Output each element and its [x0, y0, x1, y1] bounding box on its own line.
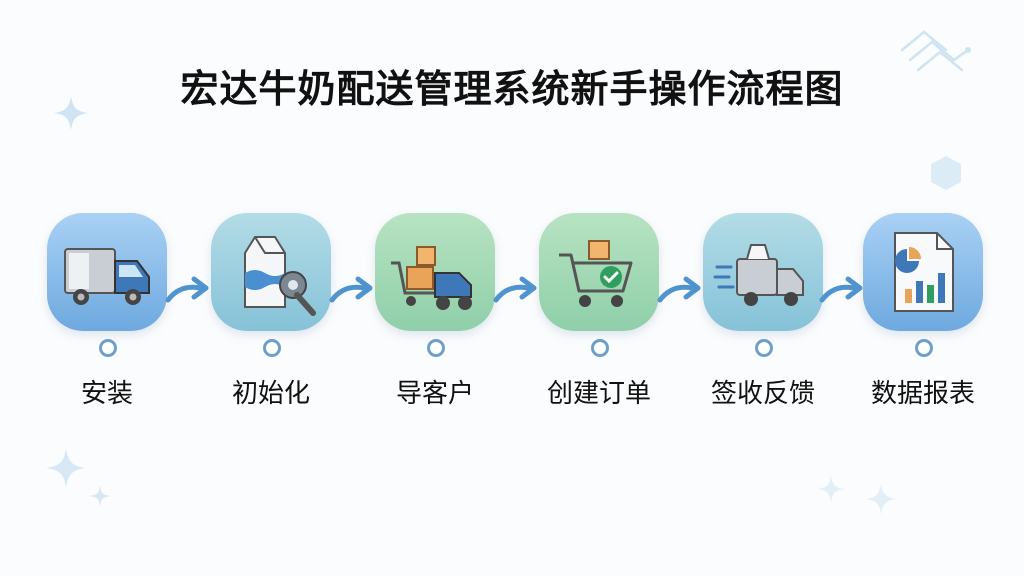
- flow-arrow-icon: [329, 276, 373, 303]
- flow-arrow-icon: [657, 276, 701, 303]
- sparkle-icon: [89, 485, 111, 507]
- cart-truck-boxes-icon: [391, 246, 472, 310]
- hexagon-icon: [931, 156, 961, 190]
- circuit-chevron-icon: [900, 30, 971, 72]
- step-create-order[interactable]: 创建订单: [539, 213, 659, 409]
- step-label: 创建订单: [546, 379, 651, 409]
- step-tile: [539, 213, 659, 331]
- step-import-customers[interactable]: 导客户: [375, 213, 495, 409]
- step-node: [99, 339, 117, 357]
- step-tile: [375, 213, 495, 331]
- step-node: [915, 339, 933, 357]
- step-label: 数据报表: [870, 379, 975, 409]
- sparkle-icon: [54, 96, 88, 130]
- step-label: 初始化: [231, 379, 310, 409]
- step-tile: [211, 213, 331, 331]
- step-label: 导客户: [395, 379, 474, 409]
- delivery-truck-icon: [64, 248, 150, 305]
- step-node: [755, 339, 773, 357]
- step-initialize[interactable]: 初始化: [211, 213, 331, 409]
- step-node: [591, 339, 609, 357]
- report-chart-icon: [894, 232, 954, 312]
- cart-checkmark-icon: [559, 240, 633, 307]
- page-title: 宏达牛奶配送管理系统新手操作流程图: [180, 67, 844, 111]
- milk-carton-gear-icon: [244, 236, 316, 316]
- step-label: 签收反馈: [710, 379, 815, 409]
- flow-arrow-icon: [165, 276, 209, 303]
- fast-milk-truck-icon: [713, 244, 804, 306]
- step-node: [427, 339, 445, 357]
- step-node: [263, 339, 281, 357]
- step-label: 安装: [80, 379, 133, 409]
- step-receipt-feedback[interactable]: 签收反馈: [703, 213, 823, 409]
- step-tile: [703, 213, 823, 331]
- flow-arrow-icon: [819, 276, 863, 303]
- step-data-report[interactable]: 数据报表: [863, 213, 983, 409]
- step-tile: [47, 213, 167, 331]
- sparkle-icon: [817, 475, 845, 503]
- flow-arrow-icon: [493, 276, 537, 303]
- sparkle-icon: [865, 483, 897, 515]
- step-install[interactable]: 安装: [47, 213, 167, 409]
- step-tile: [863, 213, 983, 331]
- sparkle-icon: [46, 448, 86, 488]
